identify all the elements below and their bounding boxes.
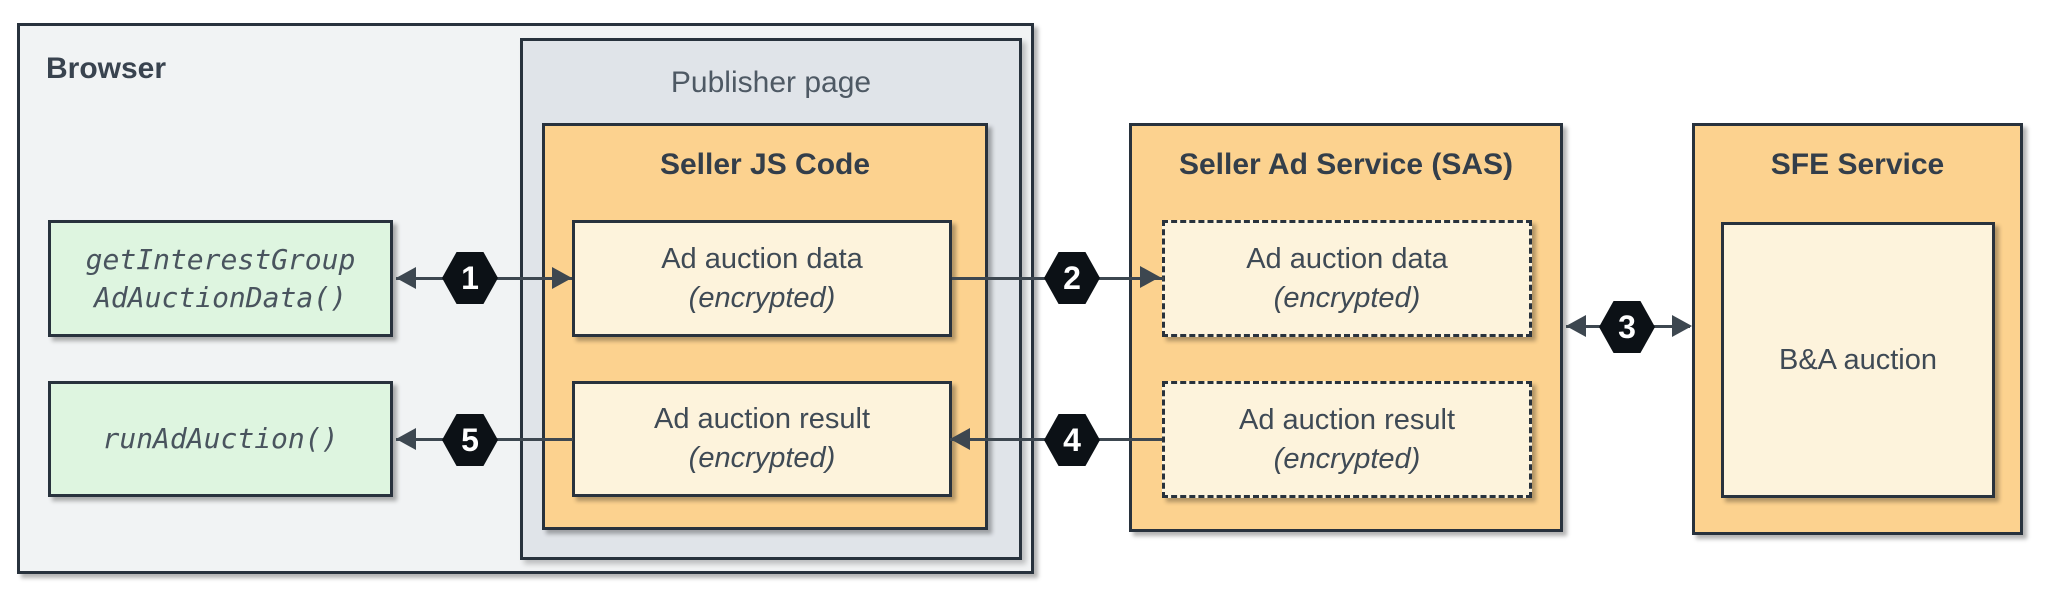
browser-label: Browser [46,52,167,85]
seller-ad-service-title: Seller Ad Service (SAS) [1178,148,1514,181]
api-call-line: runAdAuction() [102,422,339,455]
get-interest-group-ad-auction-data-box: getInterestGroup AdAuctionData() [48,220,393,337]
seller-ad-service-container: Seller Ad Service (SAS) Ad auction data … [1129,123,1563,532]
arrowhead-left-icon [396,428,416,450]
run-ad-auction-box: runAdAuction() [48,381,393,497]
api-call-line: getInterestGroup [85,242,356,276]
box-title: B&A auction [1779,343,1937,376]
box-title: Ad auction data [661,242,863,275]
sas-ad-auction-result-box: Ad auction result (encrypted) [1162,381,1532,498]
publisher-page-container: Publisher page Seller JS Code Ad auction… [520,38,1022,560]
step-number: 4 [1063,421,1081,458]
seller-js-code-title: Seller JS Code [659,148,871,181]
box-subtitle: (encrypted) [1273,442,1421,475]
box-title: Ad auction result [1238,403,1455,436]
step-number: 5 [461,421,479,458]
box-subtitle: (encrypted) [688,442,836,474]
api-call-line: AdAuctionData() [94,280,347,314]
seller-js-ad-auction-result-box: Ad auction result (encrypted) [572,381,952,497]
step-number: 2 [1063,259,1081,296]
arrowhead-right-icon [1140,266,1160,288]
sfe-service-title: SFE Service [1770,148,1945,181]
seller-js-ad-auction-data-box: Ad auction data (encrypted) [572,220,952,337]
arrowhead-left-icon [950,428,970,450]
ba-auction-box: B&A auction [1721,222,1995,498]
sas-ad-auction-data-box: Ad auction data (encrypted) [1162,220,1532,337]
sfe-service-container: SFE Service B&A auction [1692,123,2023,535]
box-title: Ad auction data [1246,242,1448,275]
step-badge-3: 3 [1599,301,1655,353]
box-subtitle: (encrypted) [1273,281,1421,314]
seller-js-code-container: Seller JS Code Ad auction data (encrypte… [542,123,988,530]
browser-container: Browser getInterestGroup AdAuctionData()… [17,23,1034,574]
arrowhead-right-icon [552,267,572,289]
step-number: 1 [461,259,479,296]
step-number: 3 [1618,308,1636,345]
arrowhead-left-icon [396,267,416,289]
box-title: Ad auction result [653,403,870,435]
arrowhead-left-icon [1566,315,1586,337]
step-badge-2: 2 [1044,252,1100,304]
step-badge-4: 4 [1044,414,1100,466]
publisher-page-label: Publisher page [670,66,872,99]
box-subtitle: (encrypted) [688,281,836,314]
arrowhead-right-icon [1672,315,1692,337]
